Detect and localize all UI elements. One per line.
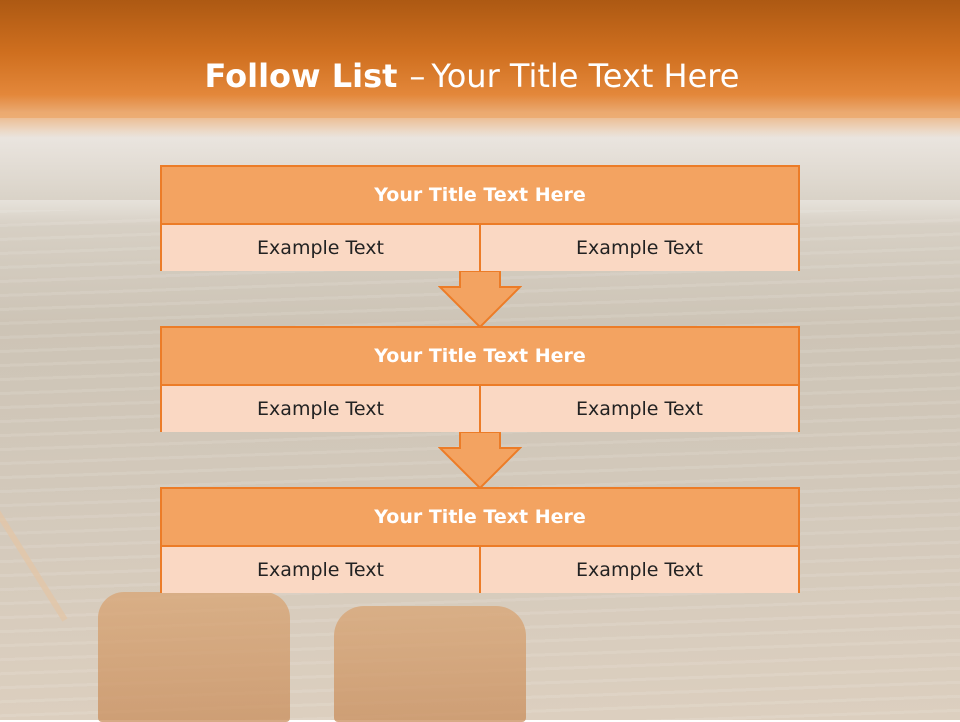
coconut-left: [98, 592, 290, 722]
slide-title: Follow List–Your Title Text Here: [0, 54, 944, 98]
step-row-1: Example Text Example Text: [162, 225, 798, 271]
step-left-text-3: Example Text: [257, 559, 384, 581]
down-arrow-icon: [438, 271, 522, 327]
step-row-2: Example Text Example Text: [162, 386, 798, 432]
coconut-right: [334, 606, 526, 722]
step-card-3: Your Title Text Here Example Text Exampl…: [160, 487, 800, 593]
step-title-1: Your Title Text Here: [162, 167, 798, 225]
step-card-2: Your Title Text Here Example Text Exampl…: [160, 326, 800, 432]
step-right-text-3: Example Text: [479, 547, 798, 593]
step-right-text-1: Example Text: [479, 225, 798, 271]
slide-title-separator: –: [409, 57, 426, 95]
step-row-3: Example Text Example Text: [162, 547, 798, 593]
step-title-2: Your Title Text Here: [162, 328, 798, 386]
step-left-text-1: Example Text: [257, 237, 384, 259]
title-banner-fade: [0, 112, 960, 138]
step-left-text-2: Example Text: [257, 398, 384, 420]
down-arrow-icon: [438, 432, 522, 488]
step-title-3: Your Title Text Here: [162, 489, 798, 547]
title-banner: [0, 0, 960, 118]
slide-title-rest: Your Title Text Here: [431, 57, 740, 95]
step-card-1: Your Title Text Here Example Text Exampl…: [160, 165, 800, 271]
slide-title-bold: Follow List: [204, 57, 398, 95]
step-right-text-2: Example Text: [479, 386, 798, 432]
